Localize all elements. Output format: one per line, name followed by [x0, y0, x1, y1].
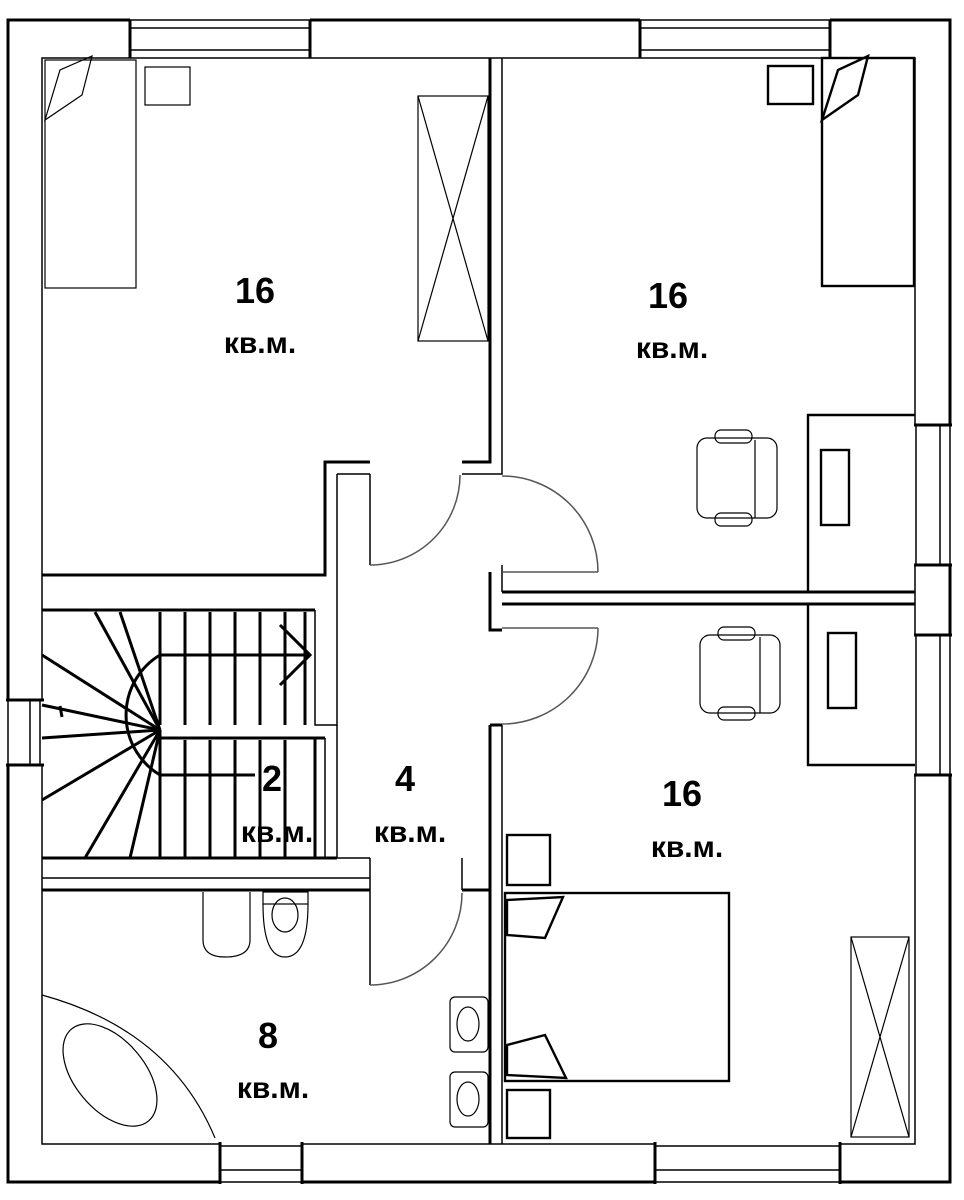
- wardrobe: [417, 95, 489, 342]
- monitor: [826, 631, 858, 710]
- room-unit: кв.м.: [224, 327, 296, 360]
- bedroom-bottom-right-furniture: [503, 604, 915, 1140]
- bathtub-edge: [41, 994, 216, 1139]
- nightstand-bottom: [505, 1088, 552, 1140]
- double-bed: [503, 891, 731, 1083]
- nightstand: [144, 66, 191, 106]
- nightstand-top: [505, 833, 552, 887]
- pillow: [819, 53, 870, 124]
- armchair: [696, 429, 778, 527]
- nightstand: [766, 64, 815, 106]
- door-top-right-room: [501, 475, 599, 573]
- toilet: [262, 903, 309, 958]
- pillow-bottom: [505, 1033, 568, 1080]
- armchair: [699, 626, 781, 721]
- label-bedroom-bottom-right: 16 кв.м.: [651, 773, 723, 864]
- single-bed: [820, 56, 916, 288]
- bedroom-top-left-furniture: [43, 54, 489, 342]
- pillow-top: [505, 895, 565, 940]
- room-area: 2: [262, 758, 282, 799]
- door-bathroom: [369, 892, 463, 986]
- bidet: [202, 892, 251, 958]
- sink-top: [449, 996, 489, 1053]
- room-unit: кв.м.: [374, 816, 446, 849]
- room-unit: кв.м.: [237, 1072, 309, 1105]
- single-bed: [44, 59, 137, 289]
- room-area: 16: [662, 773, 702, 814]
- label-hallway: 4 кв.м.: [374, 758, 446, 849]
- monitor: [819, 448, 851, 527]
- pillow: [43, 54, 93, 122]
- room-unit: кв.м.: [241, 816, 313, 849]
- label-bedroom-top-left: 16 кв.м.: [224, 270, 296, 360]
- label-bathroom: 8 кв.м.: [237, 1015, 309, 1105]
- door-top-left-room: [369, 474, 461, 566]
- room-area: 8: [258, 1015, 278, 1056]
- sink-bottom: [449, 1071, 489, 1128]
- room-labels: 16 кв.м. 16 кв.м. 16 кв.м. 2 кв.м. 4 кв.…: [224, 270, 723, 1105]
- outer-walls: [6, 18, 952, 1184]
- bedroom-top-right-furniture: [696, 53, 916, 592]
- room-area: 4: [395, 758, 415, 799]
- stair-walkline: [124, 653, 310, 777]
- room-unit: кв.м.: [651, 831, 723, 864]
- label-bedroom-top-right: 16 кв.м.: [636, 275, 708, 365]
- label-staircase: 2 кв.м.: [241, 758, 313, 849]
- staircase: [41, 611, 313, 859]
- room-unit: кв.м.: [636, 332, 708, 365]
- doors: [369, 474, 599, 986]
- wardrobe: [850, 936, 910, 1138]
- bathroom-fixtures: [41, 891, 489, 1139]
- room-area: 16: [648, 275, 688, 316]
- interior-walls: [42, 58, 915, 1144]
- desk: [806, 604, 915, 767]
- room-area: 16: [235, 270, 275, 311]
- desk: [806, 413, 915, 592]
- bathtub: [62, 1023, 158, 1127]
- stair-arrow: [278, 623, 313, 687]
- door-bottom-right-room: [501, 627, 599, 725]
